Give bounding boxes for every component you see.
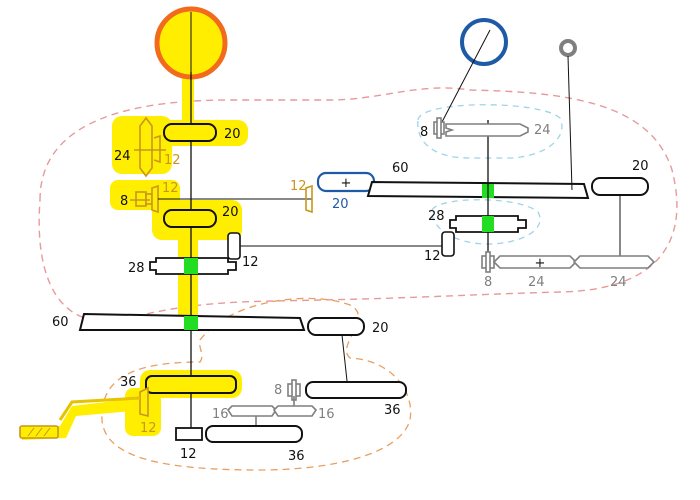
label-8-bottom: 8 xyxy=(274,383,282,398)
label-24-right-bot-b: 24 xyxy=(610,275,627,290)
label-12-b: 12 xyxy=(162,181,179,196)
label-16-a: 16 xyxy=(212,407,229,422)
label-28-left: 28 xyxy=(128,261,145,276)
gear-60-right xyxy=(366,180,590,200)
label-8-left: 8 xyxy=(120,194,128,209)
gear-28-left xyxy=(149,232,241,275)
label-20-blue: 20 xyxy=(332,197,349,212)
gray-gear-cluster-top xyxy=(433,117,529,139)
label-12-gold-out: 12 xyxy=(290,179,307,194)
label-12-right: 12 xyxy=(424,249,441,264)
label-12-left-small: 12 xyxy=(242,255,259,270)
gear-12-bottom xyxy=(175,427,203,441)
gear-36-right xyxy=(305,381,407,399)
gray-ring-icon xyxy=(559,39,577,191)
plus-sign-blue: + xyxy=(341,176,352,191)
gear-28-right xyxy=(441,215,527,257)
label-12-yellow: 12 xyxy=(140,421,157,436)
label-24-left: 24 xyxy=(114,149,131,164)
label-60-right: 60 xyxy=(392,161,409,176)
label-36-bottom: 36 xyxy=(288,449,305,464)
label-20-top: 20 xyxy=(224,127,241,142)
label-36-right: 36 xyxy=(384,403,401,418)
shaft-20-lower xyxy=(341,334,349,391)
label-8-right-bot: 8 xyxy=(484,275,492,290)
label-8-right-top: 8 xyxy=(420,125,428,140)
gray-gear-cluster-bottom xyxy=(226,379,318,430)
bevel-cluster-24-12 xyxy=(134,116,166,178)
label-36-yellow: 36 xyxy=(120,375,137,390)
gear-36-bottom xyxy=(205,425,303,443)
crank-icon xyxy=(19,396,141,439)
bevel-cluster-8-12 xyxy=(130,184,159,214)
label-24-right-top: 24 xyxy=(534,123,551,138)
label-24-right-bot-a: 24 xyxy=(528,275,545,290)
label-20-mid: 20 xyxy=(222,205,239,220)
label-12-a: 12 xyxy=(164,153,181,168)
blue-ring-icon xyxy=(441,18,508,123)
label-12-bottom: 12 xyxy=(180,447,197,462)
gear-20-right xyxy=(591,177,649,196)
blue-group-outline-top xyxy=(417,104,563,159)
sun-icon xyxy=(154,6,228,80)
bevel-12-yellow xyxy=(139,386,149,418)
gear-60-left xyxy=(78,312,306,331)
gray-gear-cluster-right xyxy=(481,251,656,273)
label-28-right: 28 xyxy=(428,209,445,224)
label-60-left: 60 xyxy=(52,315,69,330)
label-16-b: 16 xyxy=(318,407,335,422)
pink-group-outline xyxy=(38,87,678,322)
bevel-12-outer xyxy=(305,184,313,214)
label-20-right: 20 xyxy=(632,159,649,174)
gear-20-lower xyxy=(307,317,365,336)
gear-20-top xyxy=(163,123,217,142)
gear-36-yellow xyxy=(145,375,237,394)
plus-sign-gray: + xyxy=(535,256,546,271)
blue-group-outline-mid xyxy=(431,199,541,245)
gear-20-mid xyxy=(163,209,217,228)
label-20-lower: 20 xyxy=(372,321,389,336)
orange-group-outline xyxy=(101,297,412,471)
